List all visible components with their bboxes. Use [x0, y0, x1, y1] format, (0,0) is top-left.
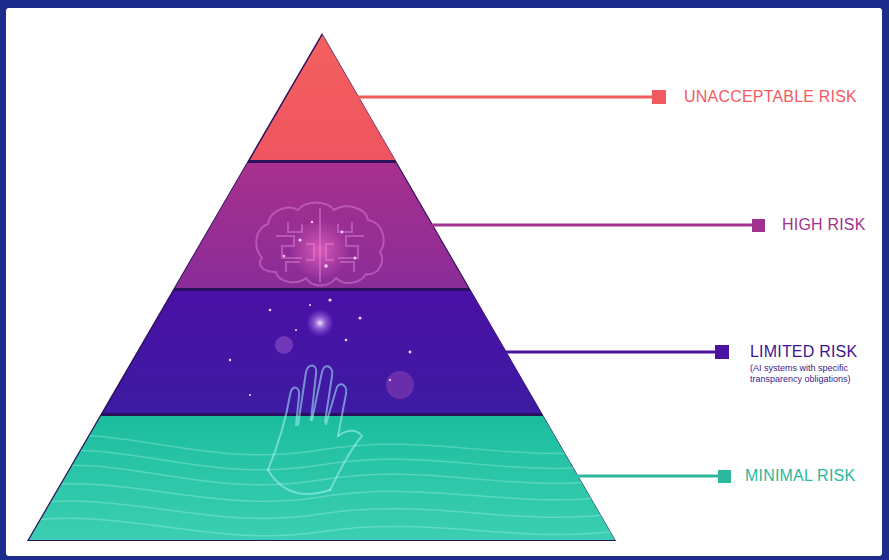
band-fill [29, 416, 615, 540]
risk-level-label: HIGH RISK [782, 215, 866, 235]
risk-level-label: LIMITED RISK [750, 342, 882, 362]
band-shape [29, 416, 615, 540]
risk-level-label: MINIMAL RISK [745, 466, 855, 486]
risk-label: HIGH RISK [782, 215, 866, 235]
leader-marker [752, 219, 765, 232]
limited-risk-band: LIMITED RISK(AI systems with specific tr… [103, 291, 541, 413]
band-shape [175, 163, 468, 288]
leader-line [358, 96, 654, 99]
band-shape [103, 291, 541, 413]
brain-icon [256, 203, 383, 286]
minimal-risk-band: MINIMAL RISK [29, 416, 615, 540]
leader-line [505, 351, 717, 354]
leader-marker [718, 470, 731, 483]
leader-marker [652, 90, 666, 104]
particle-dots [229, 221, 412, 396]
band-fill [250, 35, 395, 160]
leader-line [577, 475, 720, 478]
hand-illustration [268, 365, 362, 493]
band-shape [250, 35, 395, 160]
leader-marker [715, 345, 729, 359]
leader-line [432, 224, 754, 227]
band-fill [175, 163, 468, 288]
risk-level-label: UNACCEPTABLE RISK [684, 87, 857, 107]
unacceptable-risk-band: UNACCEPTABLE RISK [250, 35, 395, 160]
wave-lines [20, 435, 640, 536]
risk-label: UNACCEPTABLE RISK [684, 87, 857, 107]
risk-level-note: (AI systems with specific transparency o… [750, 363, 882, 385]
high-risk-band: HIGH RISK [175, 163, 468, 288]
pyramid-shadow [27, 33, 616, 541]
risk-label: LIMITED RISK(AI systems with specific tr… [750, 342, 882, 385]
band-fill [103, 291, 541, 413]
risk-label: MINIMAL RISK [745, 466, 855, 486]
